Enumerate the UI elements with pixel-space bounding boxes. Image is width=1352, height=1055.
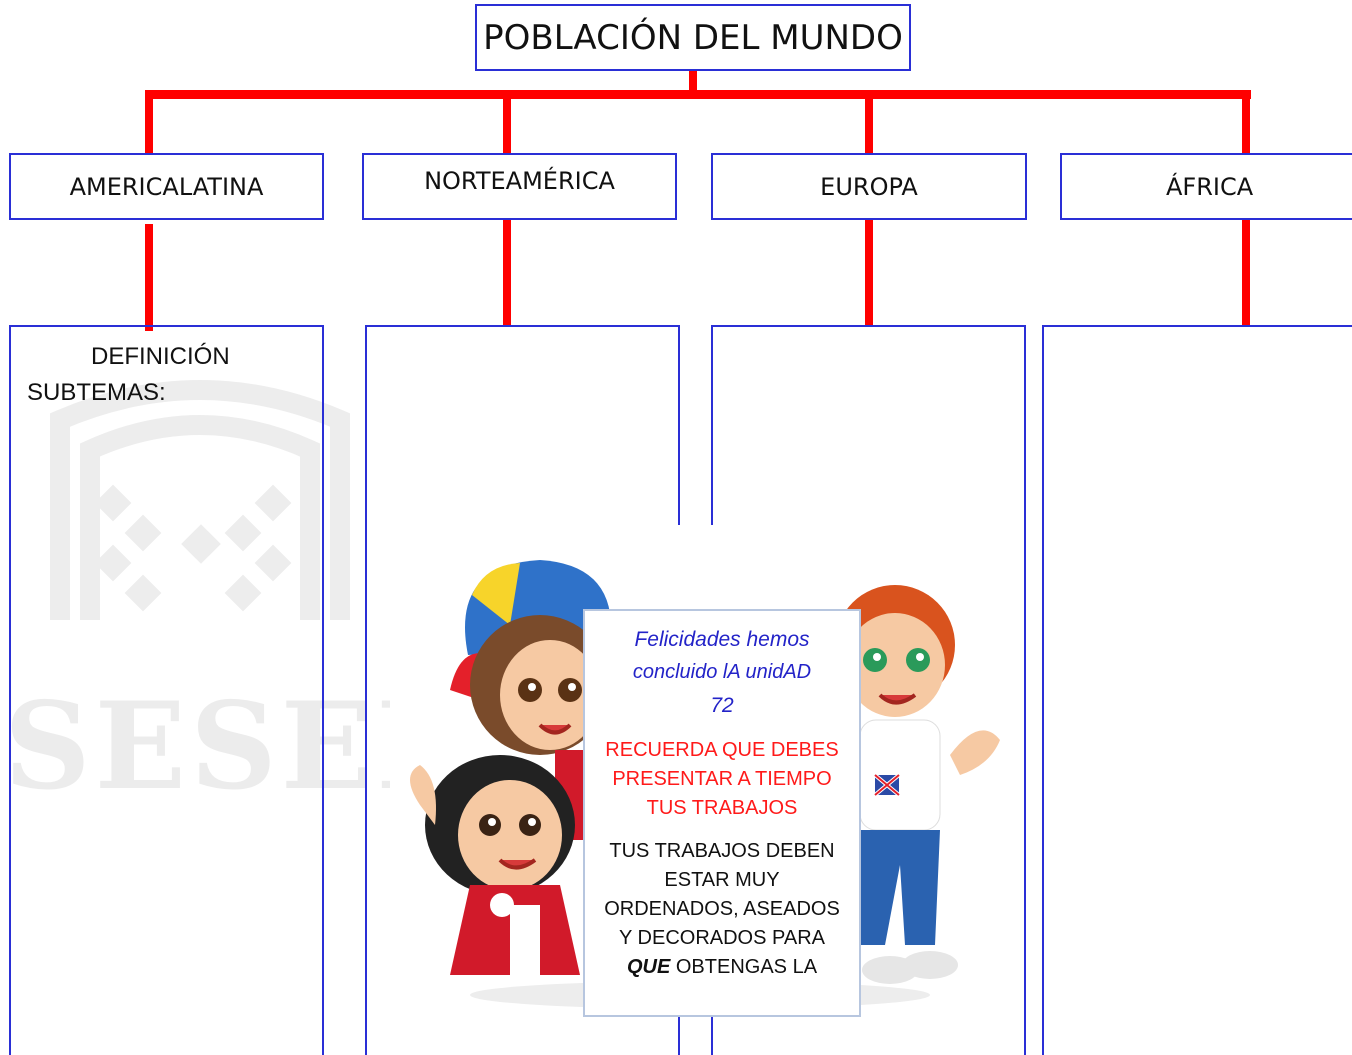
region-box-norteamerica: NORTEAMÉRICA [362,153,677,220]
region-box-americalatina: AMERICALATINA [9,153,324,220]
card-note-emphasis: QUE [626,956,671,978]
card-reminder-line: PRESENTAR A TIEMPO [612,768,832,790]
card-reminder-line: RECUERDA QUE DEBES [605,739,839,761]
message-card: Felicidades hemos concluido lA unidAD 72… [583,609,861,1017]
card-note-line: TUS TRABAJOS DEBEN [609,840,835,862]
card-note-line-last: QUE OBTENGAS LA [599,953,845,982]
card-reminder: RECUERDA QUE DEBES PRESENTAR A TIEMPO TU… [599,736,845,823]
connector-drop-2 [503,90,511,154]
card-note-line: ORDENADOS, ASEADOS [604,898,840,920]
title-box: POBLACIÓN DEL MUNDO [475,4,911,71]
card-congrats-line1: Felicidades hemos [634,628,810,651]
content-column-africa [1042,325,1352,1055]
card-reminder-line: TUS TRABAJOS [646,797,798,819]
card-note: TUS TRABAJOS DEBEN ESTAR MUY ORDENADOS, … [599,837,845,982]
card-unit-number: 72 [710,694,734,717]
definition-label: DEFINICIÓN [91,343,230,370]
column-border-fragment [678,1030,680,1046]
connector-title-stem [689,70,697,96]
region-label: ÁFRICA [1166,172,1254,201]
connector-down-3 [865,214,873,326]
connector-down-1 [145,224,153,331]
card-note-end: OBTENGAS LA [675,956,818,978]
card-note-line: ESTAR MUY [664,869,780,891]
region-label: NORTEAMÉRICA [424,167,615,195]
connector-drop-1 [145,90,153,154]
connector-drop-4 [1242,90,1250,154]
seseib-watermark-logo [50,380,350,620]
region-label: EUROPA [820,172,918,201]
connector-horizontal [145,90,1251,99]
page-title: POBLACIÓN DEL MUNDO [483,17,903,58]
region-box-africa: ÁFRICA [1060,153,1352,220]
card-congrats-line2: concluido lA unidAD [632,661,812,683]
card-note-line: Y DECORADOS PARA [619,927,825,949]
subtopics-label: SUBTEMAS: [27,379,166,406]
column-border-fragment [711,1030,713,1046]
connector-down-4 [1242,216,1250,327]
region-box-europa: EUROPA [711,153,1027,220]
connector-drop-3 [865,90,873,154]
content-column-americalatina: DEFINICIÓN SUBTEMAS: [9,325,324,1055]
connector-down-2 [503,212,511,327]
region-label: AMERICALATINA [69,172,264,201]
